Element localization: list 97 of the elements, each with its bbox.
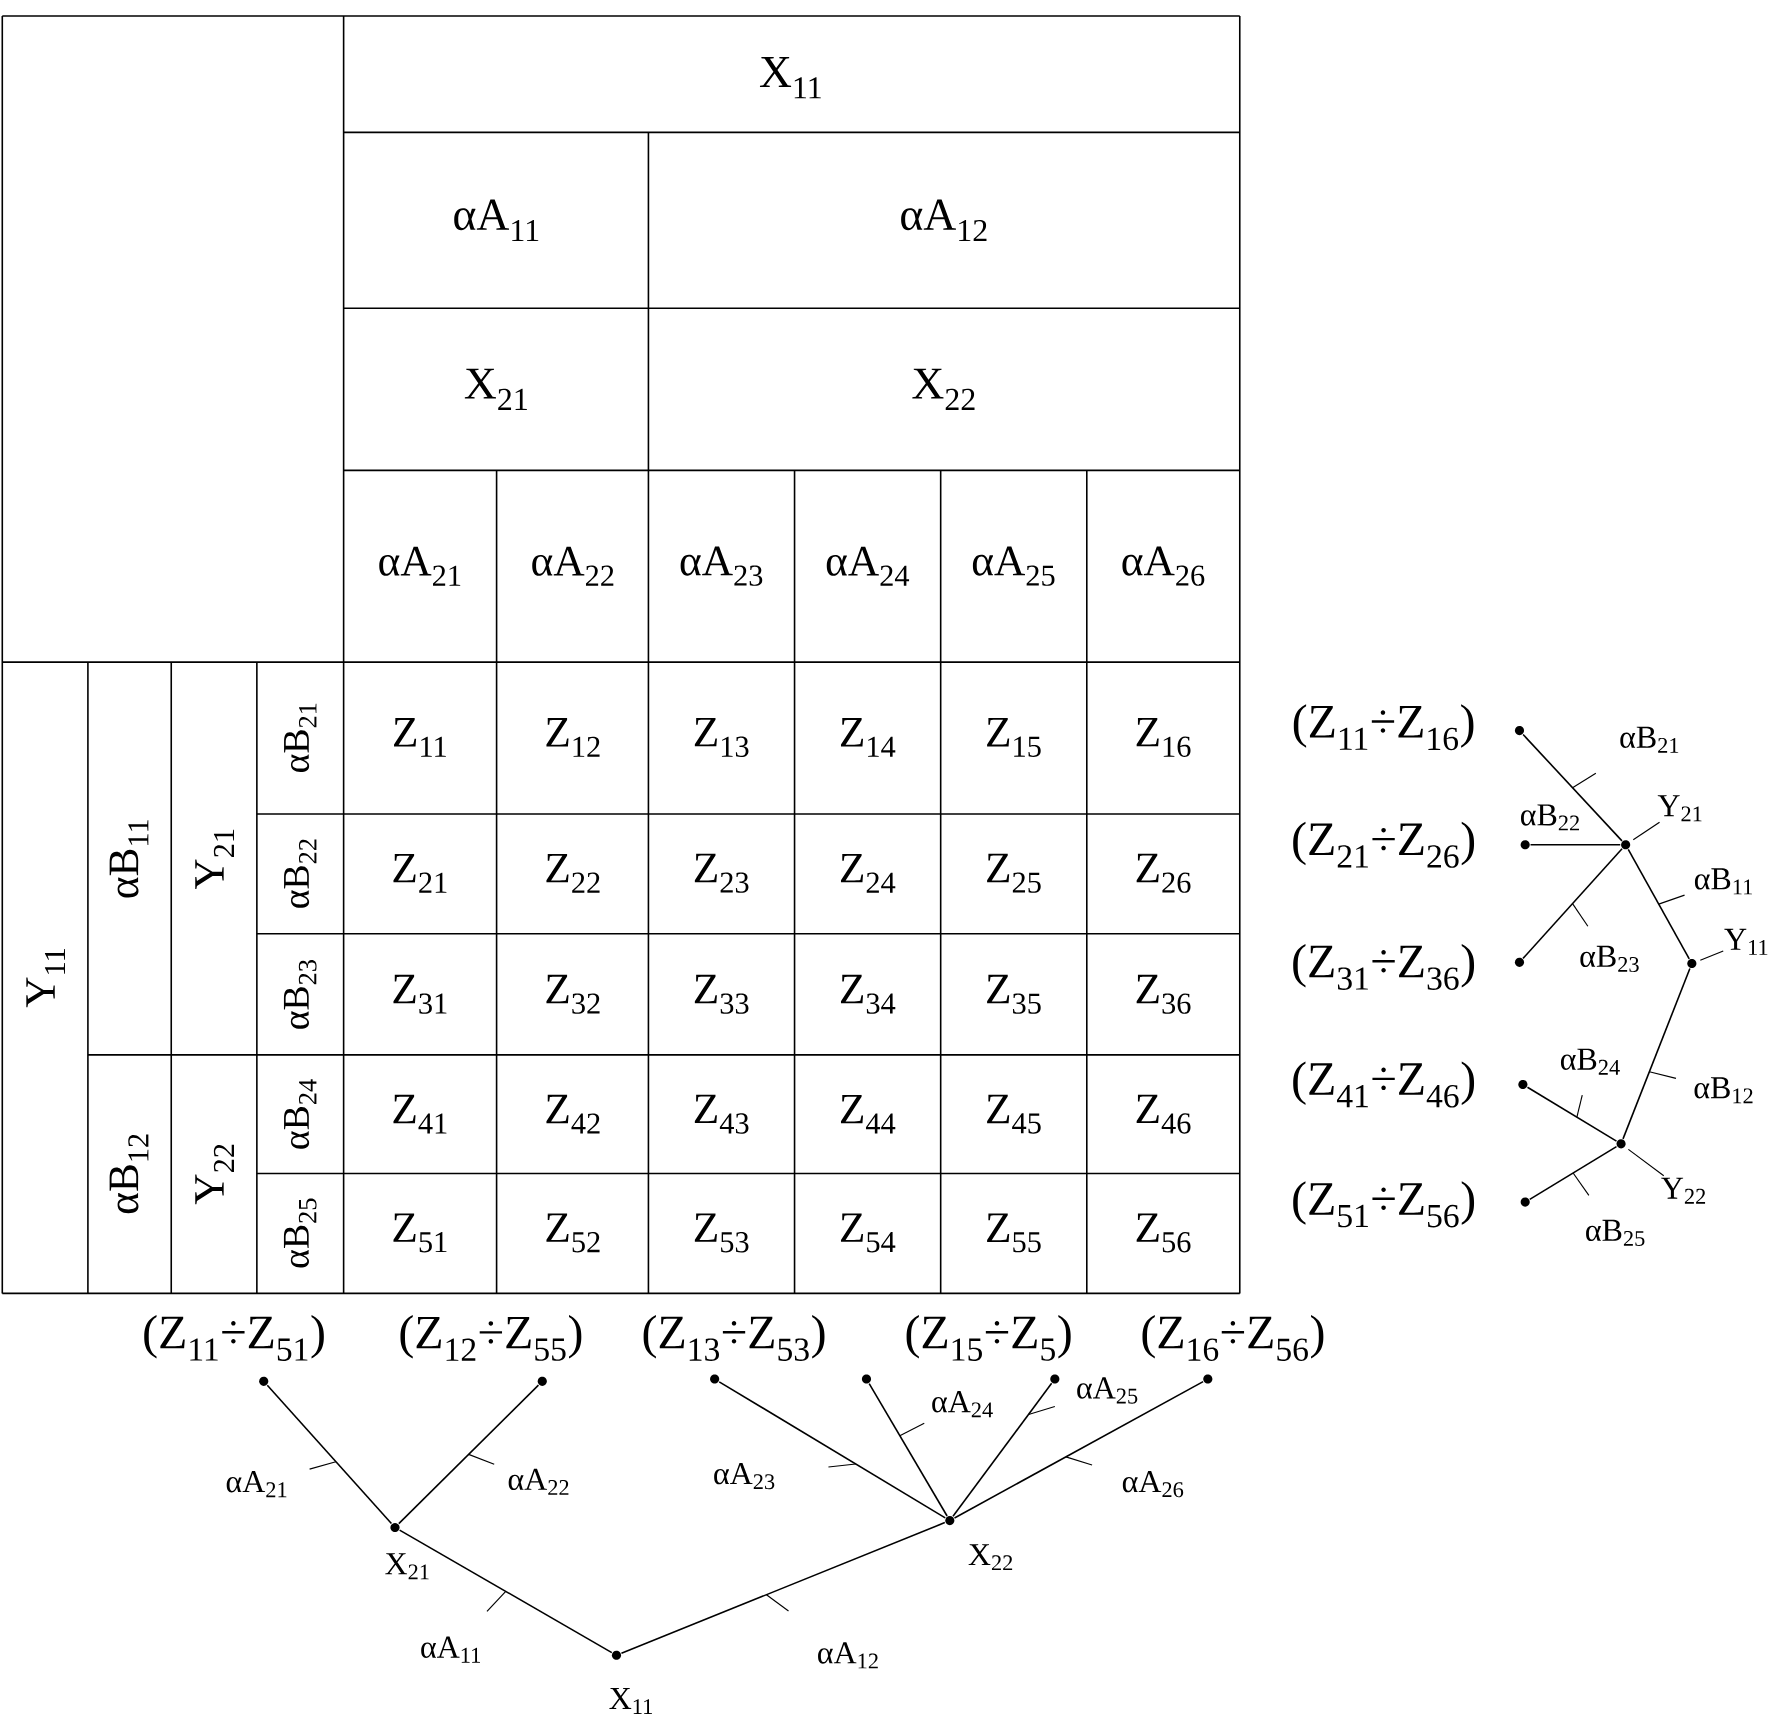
connector-line — [266, 1384, 393, 1525]
node-label: (Z$_{41}$÷Z$_{46}$) — [1293, 1061, 1475, 1108]
cell-text: Z$_{55}$ — [987, 1213, 1041, 1253]
cell-text: Z$_{44}$ — [840, 1094, 896, 1134]
cell-text: Z$_{32}$ — [546, 974, 600, 1014]
connector-line — [1627, 848, 1691, 960]
node-label: X$_{21}$ — [385, 1553, 429, 1580]
connector-line — [953, 1380, 1204, 1519]
cell-text: X$_{21}$ — [464, 368, 527, 410]
cell-text: (Z$_{16}$÷Z$_{56}$) — [1142, 1314, 1324, 1361]
cell-text: αA$_{11}$ — [454, 199, 539, 242]
connector-line — [1529, 843, 1622, 846]
edge-label: αB$_{12}$ — [1694, 1077, 1753, 1104]
cell-text: Z$_{51}$ — [393, 1213, 447, 1253]
cell-text: Y$_{11}$ — [26, 949, 65, 1008]
cell-text: (Z$_{13}$÷Z$_{53}$) — [643, 1314, 825, 1361]
cell-text: Z$_{56}$ — [1136, 1213, 1191, 1253]
edge-label: αA$_{21}$ — [226, 1471, 287, 1498]
cell-text: Z$_{11}$ — [394, 718, 446, 757]
cell-text: Z$_{31}$ — [393, 974, 447, 1014]
cell-text: Y$_{21}$ — [195, 829, 234, 890]
cell-text: Z$_{23}$ — [694, 853, 749, 893]
cell-text: Z$_{13}$ — [694, 717, 749, 757]
cell-text: Z$_{21}$ — [393, 853, 447, 893]
connector-line — [718, 1381, 946, 1519]
cell-text: αB$_{11}$ — [109, 820, 149, 898]
connector-line — [398, 1529, 613, 1654]
cell-text: αB$_{23}$ — [283, 960, 317, 1029]
edge-label: αB$_{24}$ — [1560, 1048, 1620, 1075]
cell-text: αA$_{21}$ — [379, 546, 461, 586]
cell-text: αB$_{12}$ — [109, 1134, 149, 1214]
edge-label: αA$_{11}$ — [421, 1636, 480, 1663]
cell-text: (Z$_{11}$÷Z$_{51}$) — [144, 1314, 324, 1361]
cell-text: (Z$_{12}$÷Z$_{55}$) — [400, 1315, 582, 1361]
node-label: Y$_{21}$ — [1632, 795, 1702, 841]
edge-label: αA$_{23}$ — [714, 1462, 775, 1490]
edge-label: αB$_{25}$ — [1586, 1219, 1645, 1246]
node-label: X$_{11}$ — [609, 1688, 652, 1714]
cell-text: Z$_{46}$ — [1136, 1094, 1191, 1134]
edge-label: αB$_{21}$ — [1620, 726, 1679, 753]
node-label: (Z$_{51}$÷Z$_{56}$) — [1293, 1181, 1475, 1228]
connector-line — [1622, 967, 1691, 1140]
edge-label: αA$_{26}$ — [1122, 1470, 1184, 1498]
cell-text: αA$_{23}$ — [680, 546, 763, 586]
cell-text: Z$_{54}$ — [840, 1213, 896, 1253]
edge-label: αB$_{22}$ — [1521, 804, 1579, 831]
edge-label: αB$_{23}$ — [1580, 945, 1639, 972]
cell-text: (Z$_{15}$÷Z$_{5}$) — [906, 1314, 1071, 1361]
cell-text: Z$_{34}$ — [840, 974, 896, 1014]
cell-text: αA$_{25}$ — [972, 546, 1055, 586]
cell-text: Z$_{15}$ — [987, 717, 1041, 757]
connector-line — [952, 1382, 1053, 1518]
edge-label: αB$_{11}$ — [1694, 868, 1752, 895]
edge-label: αA$_{12}$ — [818, 1642, 878, 1669]
connector-line — [398, 1384, 540, 1525]
connector-line — [1528, 1145, 1618, 1201]
cell-text: Z$_{12}$ — [546, 718, 600, 757]
cell-text: αA$_{26}$ — [1122, 546, 1205, 586]
cell-text: Z$_{35}$ — [987, 974, 1041, 1014]
connector-line — [1522, 733, 1623, 842]
cell-text: αB$_{21}$ — [284, 703, 317, 772]
cell-text: Z$_{36}$ — [1136, 974, 1191, 1014]
connector-line — [1522, 847, 1623, 960]
node-label: Y$_{11}$ — [1699, 928, 1768, 961]
cell-text: Z$_{14}$ — [840, 718, 896, 757]
cell-text: αB$_{24}$ — [284, 1079, 317, 1149]
cell-text: Z$_{16}$ — [1136, 717, 1191, 757]
cell-text: X$_{11}$ — [759, 57, 821, 99]
node-label: Y$_{22}$ — [1627, 1148, 1706, 1204]
node-label: X$_{22}$ — [968, 1544, 1013, 1571]
connector-line — [1526, 1086, 1618, 1142]
node-label: (Z$_{11}$÷Z$_{16}$) — [1293, 704, 1474, 751]
cell-text: αA$_{12}$ — [901, 199, 987, 242]
connector-line — [620, 1521, 946, 1655]
cell-text: Z$_{22}$ — [546, 853, 600, 893]
edge-label: αA$_{25}$ — [1077, 1377, 1138, 1404]
cell-text: Z$_{42}$ — [546, 1094, 600, 1134]
cell-text: Z$_{53}$ — [694, 1213, 749, 1253]
cell-text: αA$_{24}$ — [826, 546, 910, 586]
cell-text: Z$_{24}$ — [840, 853, 896, 893]
cell-text: Z$_{41}$ — [393, 1094, 447, 1134]
cell-text: αB$_{22}$ — [284, 839, 317, 908]
edge-label: αA$_{22}$ — [508, 1468, 569, 1495]
cell-text: Z$_{52}$ — [546, 1213, 600, 1253]
cell-text: X$_{22}$ — [912, 368, 975, 410]
cell-text: αA$_{22}$ — [532, 546, 614, 586]
edge-label: αA$_{24}$ — [932, 1391, 993, 1418]
cell-text: Z$_{25}$ — [987, 853, 1041, 893]
connector-line — [868, 1382, 948, 1517]
node-label: (Z$_{21}$÷Z$_{26}$) — [1293, 821, 1475, 868]
cell-text: αB$_{25}$ — [283, 1198, 317, 1268]
cell-text: Z$_{26}$ — [1136, 853, 1191, 893]
cell-text: Z$_{33}$ — [694, 974, 749, 1014]
cell-text: Z$_{43}$ — [694, 1094, 749, 1134]
node-label: (Z$_{31}$÷Z$_{36}$) — [1293, 943, 1475, 990]
cell-text: Y$_{22}$ — [195, 1144, 234, 1205]
cell-text: Z$_{45}$ — [987, 1094, 1041, 1134]
